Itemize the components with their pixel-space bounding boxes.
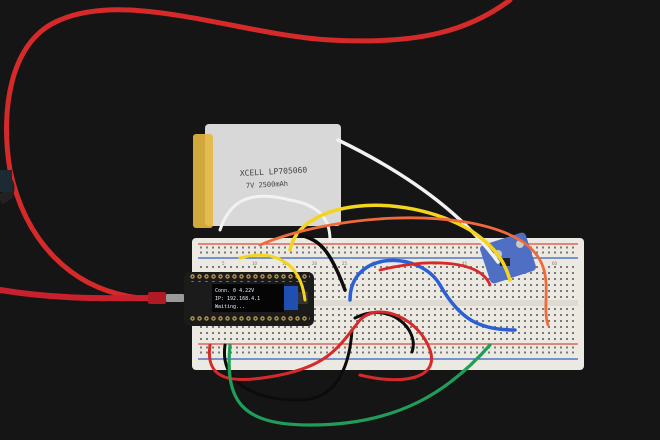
column-number: 5 [222,261,225,266]
sensor-module [480,232,536,284]
column-number: 25 [342,261,348,266]
black-wire-a [298,233,347,292]
top-power-rail [200,246,576,256]
oled-display [212,284,284,312]
column-number: 35 [402,261,408,266]
battery-kapton-tape [193,134,213,228]
oled-line-2: IP: 192.168.4.1 [215,296,260,302]
center-channel [198,300,578,306]
oled-line-1: Conn. 0 4.22V [215,288,254,294]
yellow-wire [288,203,512,282]
battery-label-model: XCELL LP705060 [240,165,308,178]
feather-microcontroller: Conn. 0 4.22V IP: 192.168.4.1 Waiting... [184,272,314,326]
white-wire-short [218,194,332,242]
feather-header-top [190,274,310,282]
column-number: 20 [312,261,318,266]
usb-connector [166,294,184,302]
lipo-battery: XCELL LP705060 7V 2500mAh [193,124,341,228]
jumper-wires [207,138,550,427]
column-number: 60 [552,261,558,266]
usb-cable [0,287,184,304]
battery-body [205,124,341,226]
sensor-chip [500,258,510,266]
green-wire [227,343,492,427]
reset-button [298,292,308,304]
bottom-power-rail [200,346,576,356]
usb-plug [148,292,166,304]
battery-label-capacity: 7V 2500mAh [246,180,289,190]
yellow-wire-short [238,253,307,302]
cable-clip [0,170,12,192]
blue-wire [348,258,517,332]
red-wire-loop [207,310,434,382]
column-number: 45 [462,261,468,266]
orange-wire [258,216,550,327]
feather-header-bottom [190,315,310,323]
white-wire [336,138,500,264]
red-cable [4,0,513,301]
column-number: 10 [252,261,258,266]
oled-ribbon [284,286,298,310]
oled-line-3: Waiting... [215,304,245,310]
red-wire-short [378,261,492,287]
